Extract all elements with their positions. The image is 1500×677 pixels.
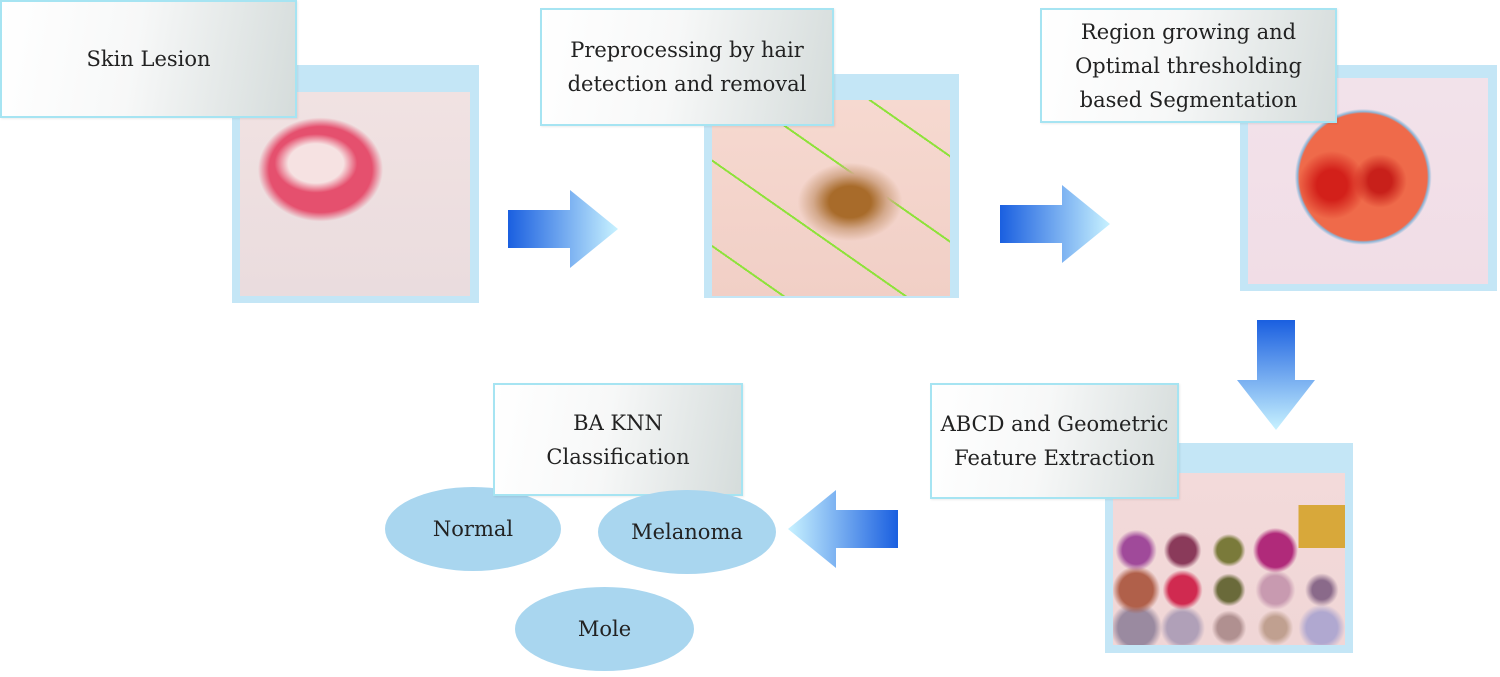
step-text: Skin Lesion: [86, 47, 211, 71]
step-preprocessing-label: Preprocessing by hair detection and remo…: [540, 8, 834, 126]
skin-lesion-image-frame: [232, 65, 479, 303]
step-text: Preprocessing by hair detection and remo…: [567, 38, 807, 96]
class-text: Normal: [432, 517, 514, 541]
step-text: Region growing and Optimal thresholding …: [1075, 19, 1302, 112]
arrow-down-icon: [1237, 320, 1315, 430]
arrow-left-icon: [788, 490, 898, 568]
skin-lesion-image: [240, 92, 470, 296]
class-melanoma: Melanoma: [598, 490, 776, 574]
arrow-right-icon: [1000, 185, 1110, 263]
class-text: Mole: [577, 617, 632, 641]
arrow-right-icon: [508, 190, 618, 268]
step-skin-lesion-label: Skin Lesion: [0, 0, 297, 118]
step-feature-extraction-label: ABCD and Geometric Feature Extraction: [930, 383, 1179, 499]
lesion-samples-grid-image: [1113, 473, 1345, 645]
step-text: ABCD and Geometric Feature Extraction: [940, 412, 1169, 470]
hair-removal-image: [712, 100, 950, 296]
class-normal: Normal: [385, 487, 561, 571]
step-text: BA KNN Classification: [546, 410, 690, 469]
class-mole: Mole: [515, 587, 694, 671]
step-classification-label: BA KNN Classification: [493, 383, 743, 496]
class-text: Melanoma: [631, 520, 743, 544]
step-segmentation-label: Region growing and Optimal thresholding …: [1040, 8, 1337, 123]
segmentation-image-frame: [1240, 65, 1497, 291]
